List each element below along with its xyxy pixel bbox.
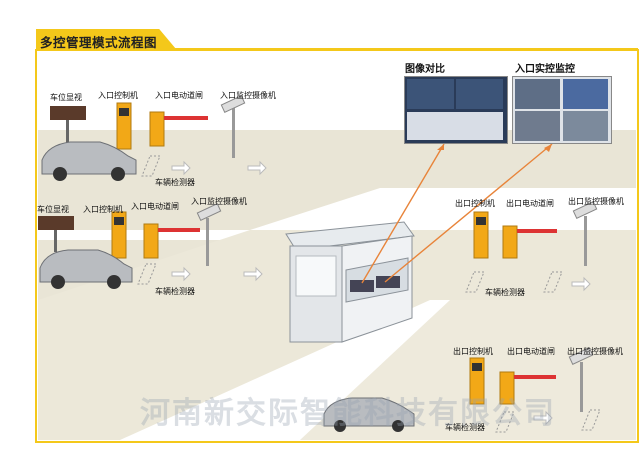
entrance1-camera — [220, 95, 246, 113]
exit1-equipment — [473, 201, 598, 266]
frame-border — [35, 49, 639, 443]
exit2-controller-screen — [472, 363, 482, 371]
exit2-barrier-arm — [514, 375, 556, 379]
entrance2-arrow-a — [171, 266, 191, 282]
diagram-title: 多控管理模式流程图 — [40, 35, 158, 50]
exit2-equipment — [469, 347, 594, 412]
booth-monitor-a — [350, 280, 374, 292]
entrance2-equipment — [38, 203, 222, 266]
entrance1-arrow-b — [247, 160, 267, 176]
exit1-barrier-label: 出口电动道闸 — [506, 199, 554, 208]
exit1-controller-screen — [476, 217, 486, 225]
exit2-arrow — [533, 410, 553, 426]
entrance1-display-pole — [66, 120, 69, 150]
entrance2-barrier-box — [143, 223, 159, 259]
arrow-to-live — [384, 143, 553, 283]
live-monitor-panel — [512, 76, 612, 144]
entrance1-detector-loop — [141, 155, 161, 177]
entrance1-display-label: 车位显视 — [50, 93, 82, 102]
exit2-detector-label: 车辆检测器 — [445, 423, 485, 432]
booth-monitor-b — [376, 276, 400, 288]
entrance1-barrier-arm — [164, 116, 208, 120]
compare-image-right — [456, 79, 503, 109]
arrow-to-compare-head — [437, 144, 444, 150]
exit1-camera-label: 出口监控摄像机 — [568, 197, 624, 206]
guard-booth — [285, 221, 415, 343]
exit2-detector-loop-b — [581, 409, 601, 431]
entrance1-arrow-a — [171, 160, 191, 176]
entrance2-camera-label: 入口监控摄像机 — [191, 197, 247, 206]
exit2-camera-pole — [580, 362, 583, 412]
entrance1-controller-screen — [119, 108, 129, 116]
title-tab — [36, 29, 176, 49]
compare-image-left — [407, 79, 454, 109]
entrance2-barrier-arm — [158, 228, 200, 232]
entrance2-display-board — [38, 216, 74, 230]
entrance2-display-label: 车位显视 — [37, 205, 69, 214]
entrance2-controller-screen — [114, 217, 124, 225]
entrance2-detector-label: 车辆检测器 — [155, 287, 195, 296]
live-image-1 — [515, 79, 560, 109]
exit2-barrier-label: 出口电动道闸 — [507, 347, 555, 356]
watermark-text: 河南新交际智能科技有限公司 — [140, 396, 556, 431]
road-entrance1 — [38, 130, 636, 230]
compare-monitor-panel — [404, 76, 508, 144]
compare-monitor-label: 图像对比 — [405, 64, 445, 75]
entrance1-controller-label: 入口控制机 — [98, 91, 138, 100]
exit1-detector-loop-b — [543, 271, 563, 293]
exit2-camera — [568, 347, 594, 365]
entrance1-barrier-box — [149, 111, 165, 147]
live-monitor-label: 入口实控监控 — [515, 64, 575, 75]
entrance1-equipment — [50, 95, 246, 158]
live-image-2 — [563, 79, 608, 109]
exit2-camera-label: 出口监控摄像机 — [567, 347, 623, 356]
exit1-barrier-arm — [517, 229, 557, 233]
entrance2-display-pole — [54, 230, 57, 252]
entrance2-car — [39, 249, 133, 289]
exit2-detector-loop-a — [495, 411, 515, 433]
entrance1-detector-label: 车辆检测器 — [155, 178, 195, 187]
entrance2-controller-label: 入口控制机 — [83, 205, 123, 214]
exit2-barrier-box — [499, 371, 515, 405]
exit2-car — [323, 397, 415, 432]
entrance2-barrier-label: 入口电动道闸 — [131, 202, 179, 211]
live-image-3 — [515, 111, 560, 141]
live-image-4 — [563, 111, 608, 141]
exit1-controller-label: 出口控制机 — [455, 199, 495, 208]
exit1-detector-label: 车辆检测器 — [485, 288, 525, 297]
entrance1-barrier-label: 入口电动道闸 — [155, 91, 203, 100]
arrow-to-compare — [361, 143, 445, 284]
exit2-controller-label: 出口控制机 — [453, 347, 493, 356]
compare-data-table — [407, 112, 503, 140]
arrow-to-live-head — [544, 144, 552, 152]
entrance2-camera — [196, 203, 222, 221]
exit1-detector-loop-a — [465, 271, 485, 293]
entrance2-arrow-b — [243, 266, 263, 282]
exit1-arrow — [571, 276, 591, 292]
entrance1-display-board — [50, 106, 86, 120]
entrance1-camera-label: 入口监控摄像机 — [220, 91, 276, 100]
entrance1-car — [41, 141, 137, 181]
exit1-barrier-box — [502, 225, 518, 259]
entrance2-camera-pole — [206, 218, 209, 266]
entrance1-camera-pole — [232, 108, 235, 158]
exit1-camera — [572, 201, 598, 219]
exit1-camera-pole — [584, 216, 587, 266]
entrance2-detector-loop — [137, 263, 157, 285]
